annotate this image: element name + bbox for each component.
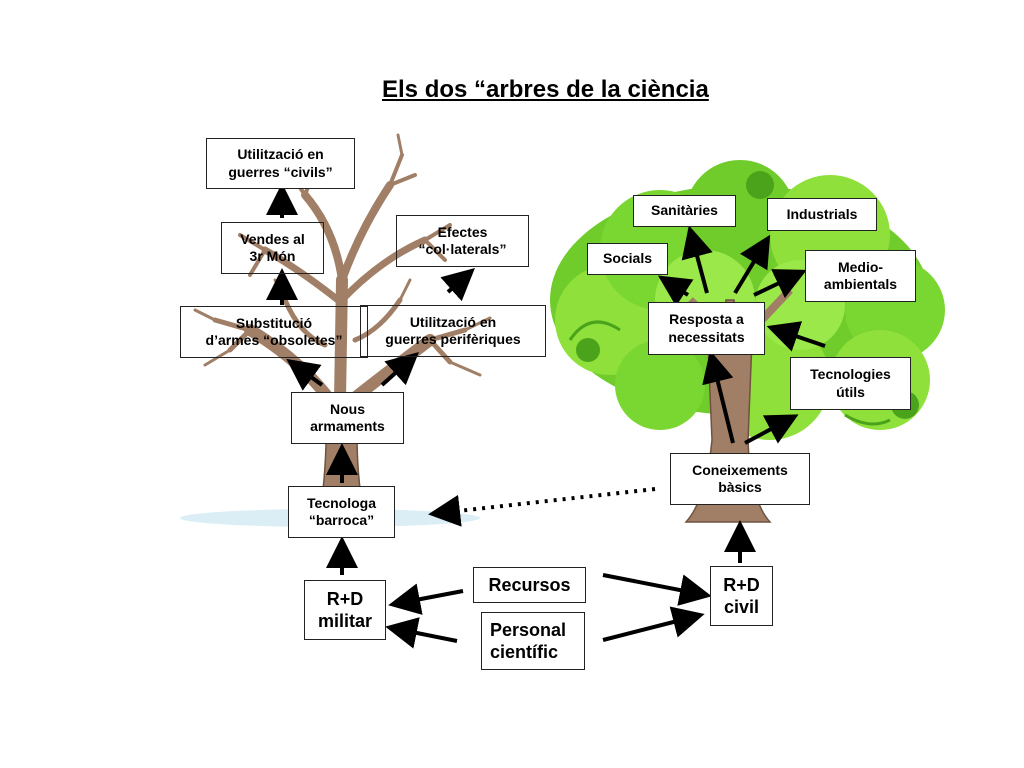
arrow-weapons-to-peripheral	[380, 352, 419, 387]
box-resources: Recursos	[473, 567, 586, 603]
box-military-rd: R+D militar	[304, 580, 386, 640]
box-peripheral-wars: Utilització en guerres perifèriques	[360, 305, 546, 357]
box-obsolete-weapons: Substitució d’armes “obsoletes”	[180, 306, 368, 358]
box-new-weapons: Nous armaments	[291, 392, 404, 444]
page-title: Els dos “arbres de la ciència	[382, 76, 709, 103]
box-civil-wars: Utilització en guerres “civils”	[206, 138, 355, 189]
arrow-resources-to-military	[388, 583, 464, 615]
arrow-needs-to-environmental	[753, 269, 807, 299]
box-useful-technologies: Tecnologies útils	[790, 357, 911, 410]
arrow-resources-to-civil	[602, 573, 712, 606]
arrow-basic-to-useful	[744, 414, 799, 445]
arrow-needs-to-sanitary	[681, 225, 713, 294]
box-sanitary: Sanitàries	[633, 195, 736, 227]
arrow-to-effects	[440, 268, 475, 302]
box-environmental: Medio- ambientals	[805, 250, 916, 302]
arrow-personnel-to-military	[385, 617, 458, 649]
arrow-weapons-to-substitution	[286, 358, 324, 391]
box-industrial: Industrials	[767, 198, 877, 231]
arrow-personnel-to-civil	[602, 606, 705, 642]
box-collateral-effects: Efectes “col·laterals”	[396, 215, 529, 267]
arrow-basic-to-needs	[702, 350, 735, 444]
box-baroque-technology: Tecnologa “barroca”	[288, 486, 395, 538]
arrow-needs-to-social	[657, 275, 694, 307]
arrow-basic-to-baroque-dotted	[428, 487, 656, 527]
box-social: Socials	[587, 243, 668, 275]
box-needs-response: Resposta a necessitats	[648, 302, 765, 355]
box-basic-knowledge: Coneixements bàsics	[670, 453, 810, 505]
arrow-needs-to-industrial	[733, 234, 771, 295]
arrows	[266, 183, 826, 649]
box-civil-rd: R+D civil	[710, 566, 773, 626]
box-third-world-sales: Vendes al 3r Món	[221, 222, 324, 274]
box-scientific-personnel: Personal científic	[481, 612, 585, 670]
arrow-useful-to-needs	[766, 321, 826, 352]
